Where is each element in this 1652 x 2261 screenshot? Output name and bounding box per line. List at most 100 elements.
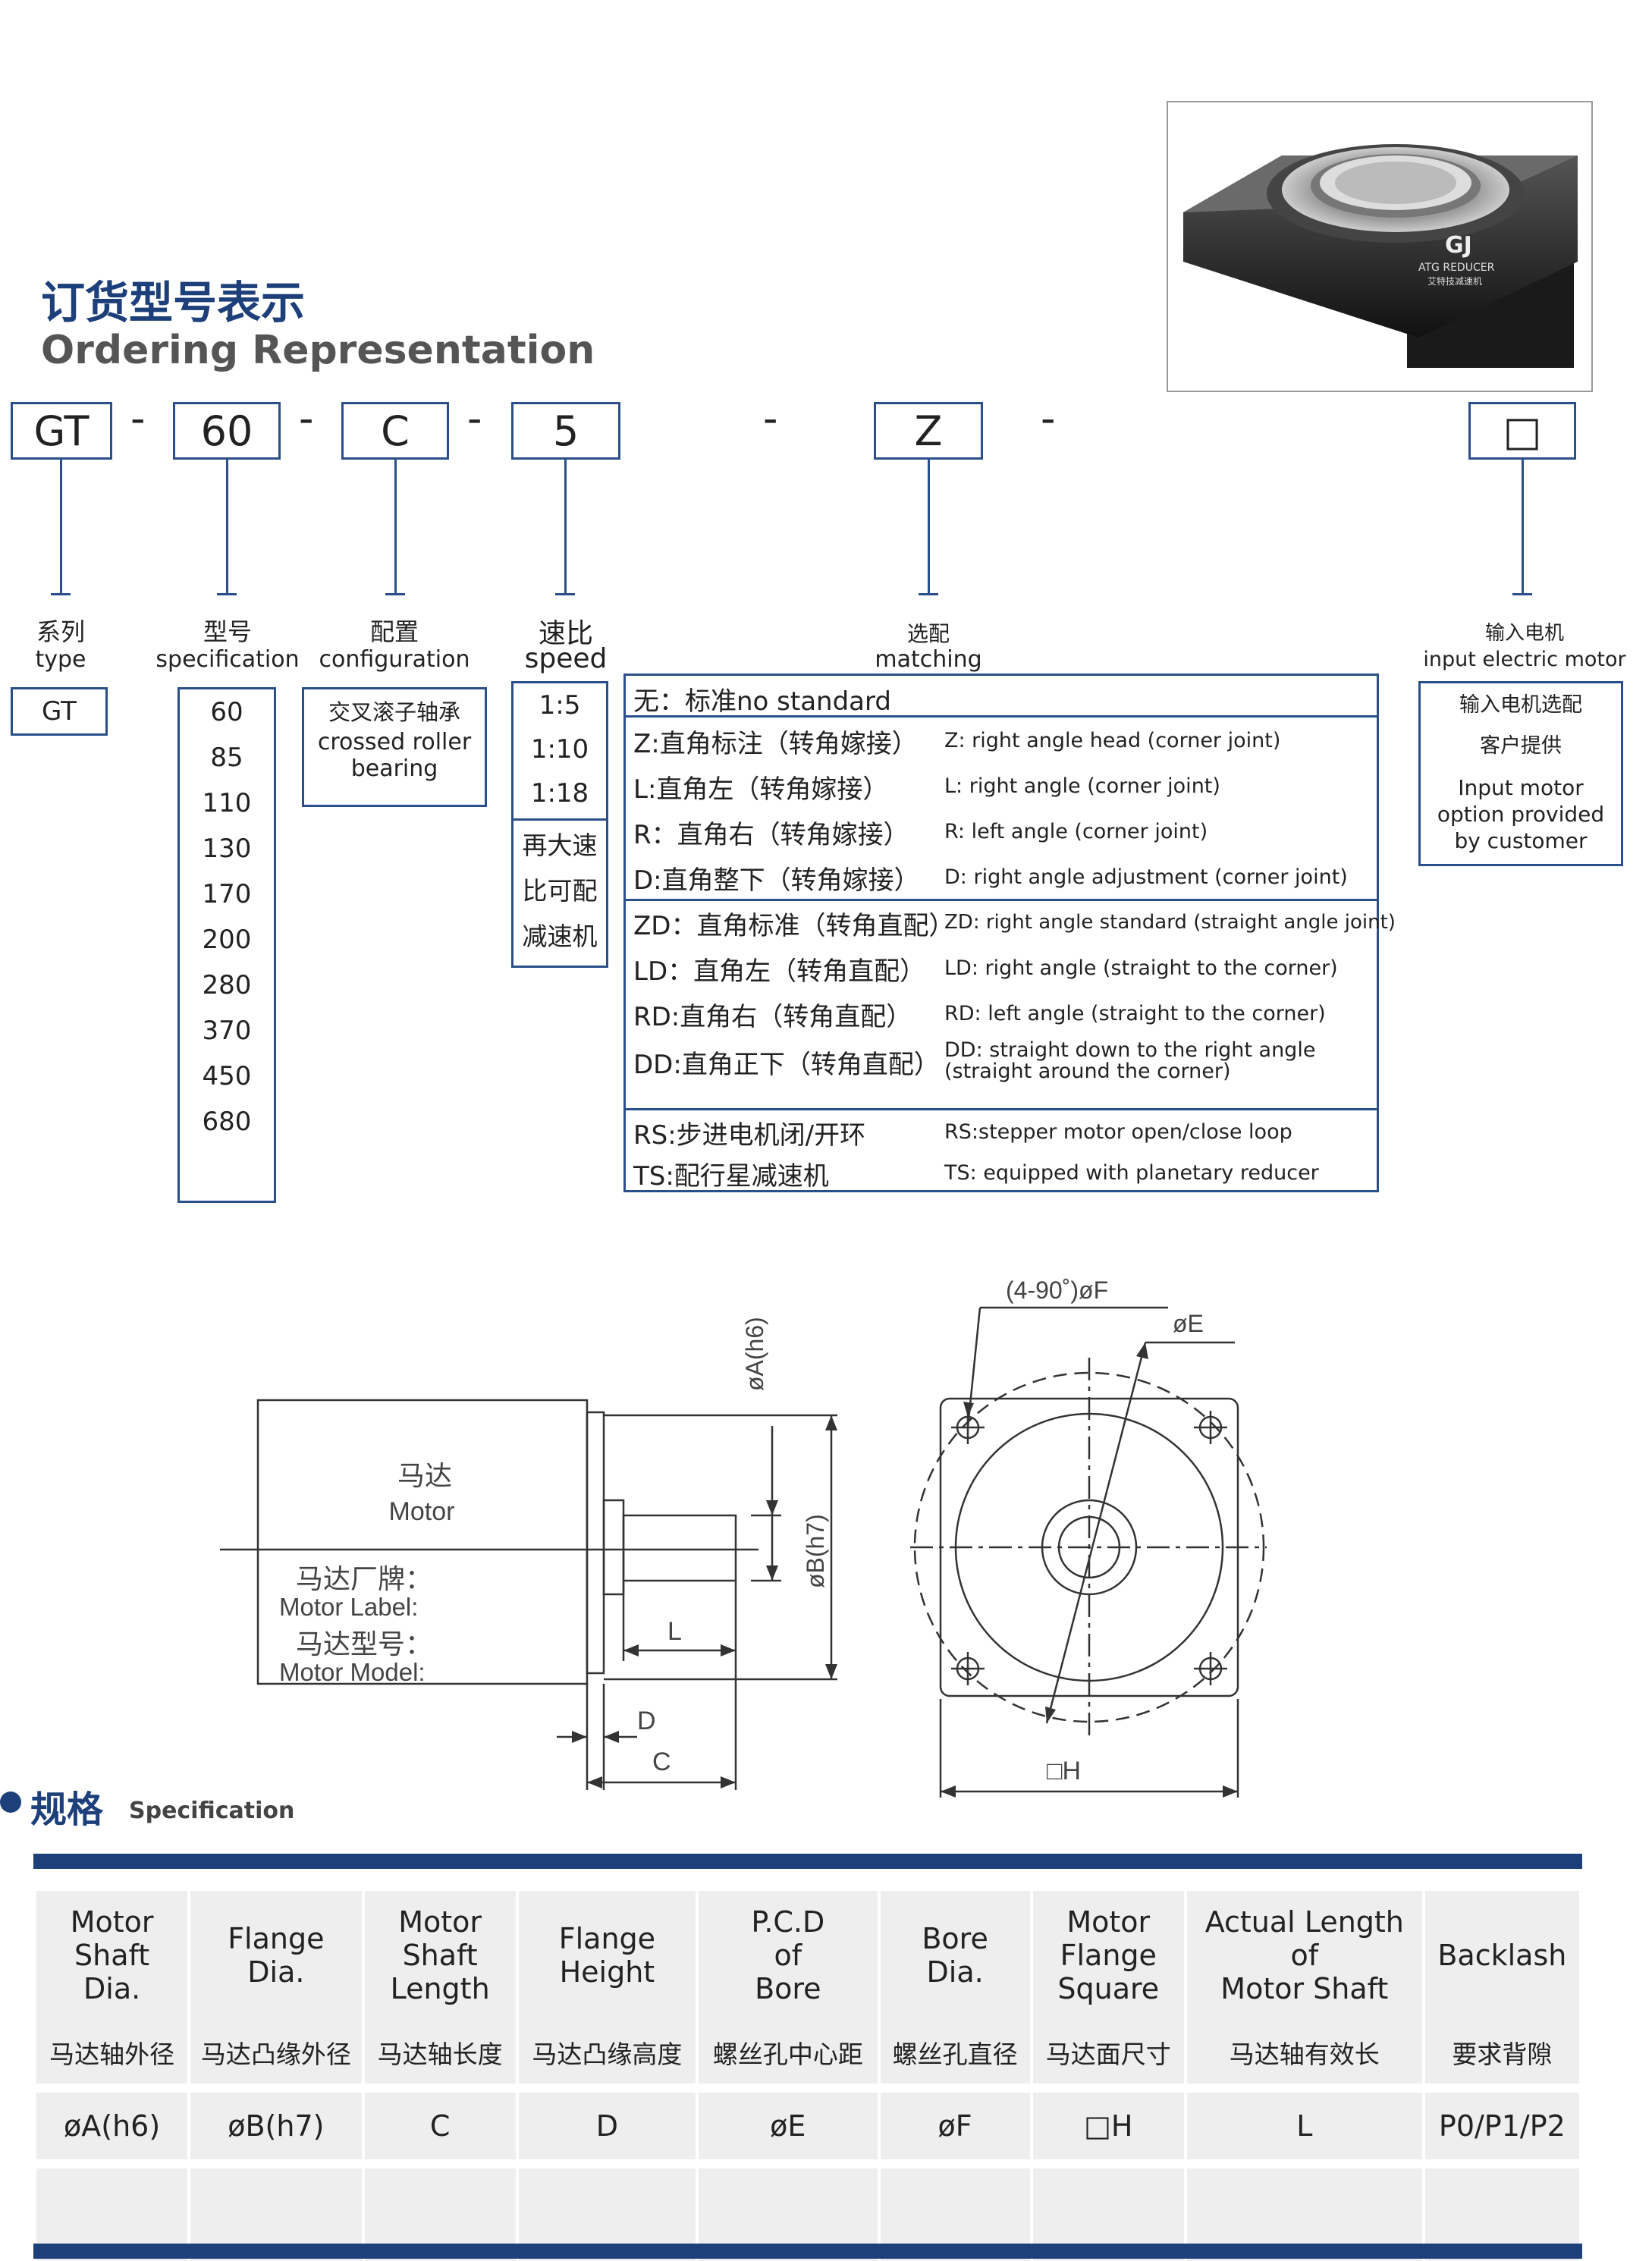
heading-cn: 订货型号表示: [41, 277, 306, 328]
label-speed-cn: 速比: [538, 618, 593, 649]
drawing-dim-h: □H: [1047, 1757, 1081, 1785]
spec-heading-en: Specification: [129, 1798, 295, 1824]
connector-line: [394, 460, 397, 595]
connector-tick: [385, 593, 405, 595]
spec-item: 370: [202, 1016, 252, 1046]
code-dash: -: [467, 394, 482, 442]
spec-item: 200: [202, 925, 252, 955]
motor-box-line: Input motor: [1458, 774, 1584, 800]
spec-cn-cell: 马达轴长度: [364, 2021, 516, 2084]
spec-symbol-cell: □H: [1032, 2093, 1184, 2159]
code-box-type: GT: [11, 402, 112, 460]
spec-item: 85: [210, 743, 243, 773]
spec-item: 280: [202, 970, 252, 1000]
label-motor-en: input electric motor: [1423, 648, 1626, 671]
spec-header-cell: Backlash: [1424, 1891, 1579, 2021]
speed-note: 再大速: [522, 831, 598, 860]
motor-box-line: by customer: [1454, 827, 1588, 853]
drawing-dim-c: C: [652, 1748, 671, 1776]
connector-line: [226, 460, 228, 595]
label-speed-en: speed: [524, 643, 608, 674]
matching-header-text: 无：标准no standard: [633, 686, 891, 717]
matching-option-z: Z:直角标注（转角嫁接）Z: right angle head (corner …: [633, 728, 1281, 759]
connector-line: [60, 460, 62, 595]
label-spec-cn: 型号: [203, 617, 252, 646]
drawing-dim-l: L: [667, 1617, 682, 1646]
motor-box-line: option provided: [1437, 801, 1605, 827]
matching-option-d: D:直角整下（转角嫁接）D: right angle adjustment (c…: [633, 865, 1348, 896]
label-type-en: type: [35, 646, 86, 673]
label-config-cn: 配置: [369, 617, 419, 646]
code-box-spec: 60: [173, 402, 281, 460]
connector-tick: [217, 593, 237, 595]
matching-divider: [626, 715, 1377, 718]
code-box-motor: □: [1468, 402, 1576, 460]
config-en-2: bearing: [350, 755, 438, 782]
label-matching-cn: 选配: [906, 621, 950, 646]
spec-symbol-cell: øA(h6): [36, 2093, 188, 2159]
spec-cn-cell: 马达面尺寸: [1032, 2021, 1184, 2084]
code-dash: -: [130, 394, 146, 442]
photo-sub: 艾特技减速机: [1427, 275, 1482, 287]
matching-option-l: L:直角左（转角嫁接）L: right angle (corner joint): [633, 774, 1220, 805]
speed-box: 1:5 1:10 1:18 再大速 比可配 减速机: [511, 681, 608, 968]
spec-cn-cell: 马达轴外径: [36, 2021, 188, 2084]
connector-tick: [919, 593, 938, 595]
connector-tick: [1512, 593, 1532, 595]
speed-item: 1:18: [530, 778, 589, 809]
drawing-model-cn: 马达型号：: [296, 1628, 432, 1660]
spec-item: 130: [202, 834, 252, 864]
spec-symbol-cell: L: [1186, 2093, 1422, 2159]
speed-note: 比可配: [522, 876, 598, 906]
matching-option-ld: LD：直角左（转角直配）LD: right angle (straight to…: [633, 956, 1338, 987]
spec-symbol-cell: øF: [880, 2093, 1030, 2159]
motor-box-line: 客户提供: [1480, 733, 1562, 758]
spec-item: 170: [202, 879, 252, 909]
connector-tick: [51, 593, 71, 595]
photo-brand: ATG REDUCER: [1418, 262, 1495, 274]
code-box-matching: Z: [874, 402, 983, 460]
spec-symbol-cell: D: [518, 2093, 696, 2159]
spec-cn-cell: 马达轴有效长: [1186, 2021, 1422, 2084]
heading-en: Ordering Representation: [41, 328, 595, 373]
spec-symbol-row: øA(h6) øB(h7) C D øE øF □H L P0/P1/P2: [36, 2093, 1579, 2159]
motor-box-line: 输入电机选配: [1459, 693, 1582, 717]
config-en-1: crossed roller: [317, 729, 472, 756]
spec-symbol-cell: C: [364, 2093, 516, 2159]
type-value: GT: [42, 696, 77, 727]
spec-gap-row: [36, 2084, 1579, 2093]
technical-drawing: 马达 Motor 马达厂牌： Motor Label: 马达型号： Motor …: [220, 1277, 1267, 1798]
spec-symbol-cell: øB(h7): [190, 2093, 362, 2159]
matching-option-dd: DD:直角正下（转角直配） DD: straight down to the r…: [633, 1038, 1316, 1084]
config-box: 交叉滚子轴承 crossed roller bearing: [302, 687, 487, 807]
matching-option-zd: ZD：直角标准（转角直配）ZD: right angle standard (s…: [633, 910, 1396, 941]
matching-divider: [626, 899, 1377, 901]
spec-table-bottom-bar: [33, 2244, 1582, 2259]
drawing-dim-d: D: [637, 1707, 656, 1735]
spec-gap-row: [36, 2159, 1579, 2168]
drawing-model-en: Motor Model:: [279, 1658, 426, 1686]
spec-symbol-cell: øE: [699, 2093, 878, 2159]
code-dash: -: [299, 394, 314, 442]
spec-cn-cell: 螺丝孔中心距: [699, 2021, 878, 2084]
spec-item: 680: [202, 1107, 252, 1137]
spec-table-top-bar: [33, 1854, 1582, 1869]
drawing-dim-b: øB(h7): [802, 1514, 829, 1588]
matching-header: 无：标准no standard: [633, 680, 891, 718]
label-matching-en: matching: [875, 646, 982, 673]
code-dash: -: [1041, 394, 1056, 442]
code-box-speed: 5: [511, 402, 620, 460]
code-dash: -: [763, 394, 778, 442]
code-box-config: C: [341, 402, 449, 460]
matching-option-rd: RD:直角右（转角直配）RD: left angle (straight to …: [633, 1001, 1326, 1032]
spec-cn-cell: 马达凸缘外径: [190, 2021, 362, 2084]
